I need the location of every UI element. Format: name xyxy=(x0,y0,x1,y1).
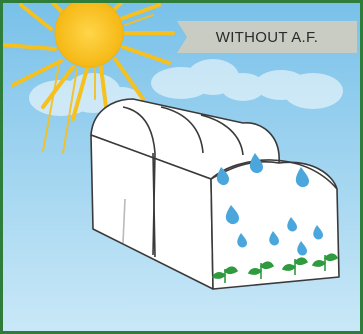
sun-icon xyxy=(55,3,123,67)
cloud xyxy=(283,73,343,109)
banner-label: WITHOUT A.F. xyxy=(187,21,347,53)
